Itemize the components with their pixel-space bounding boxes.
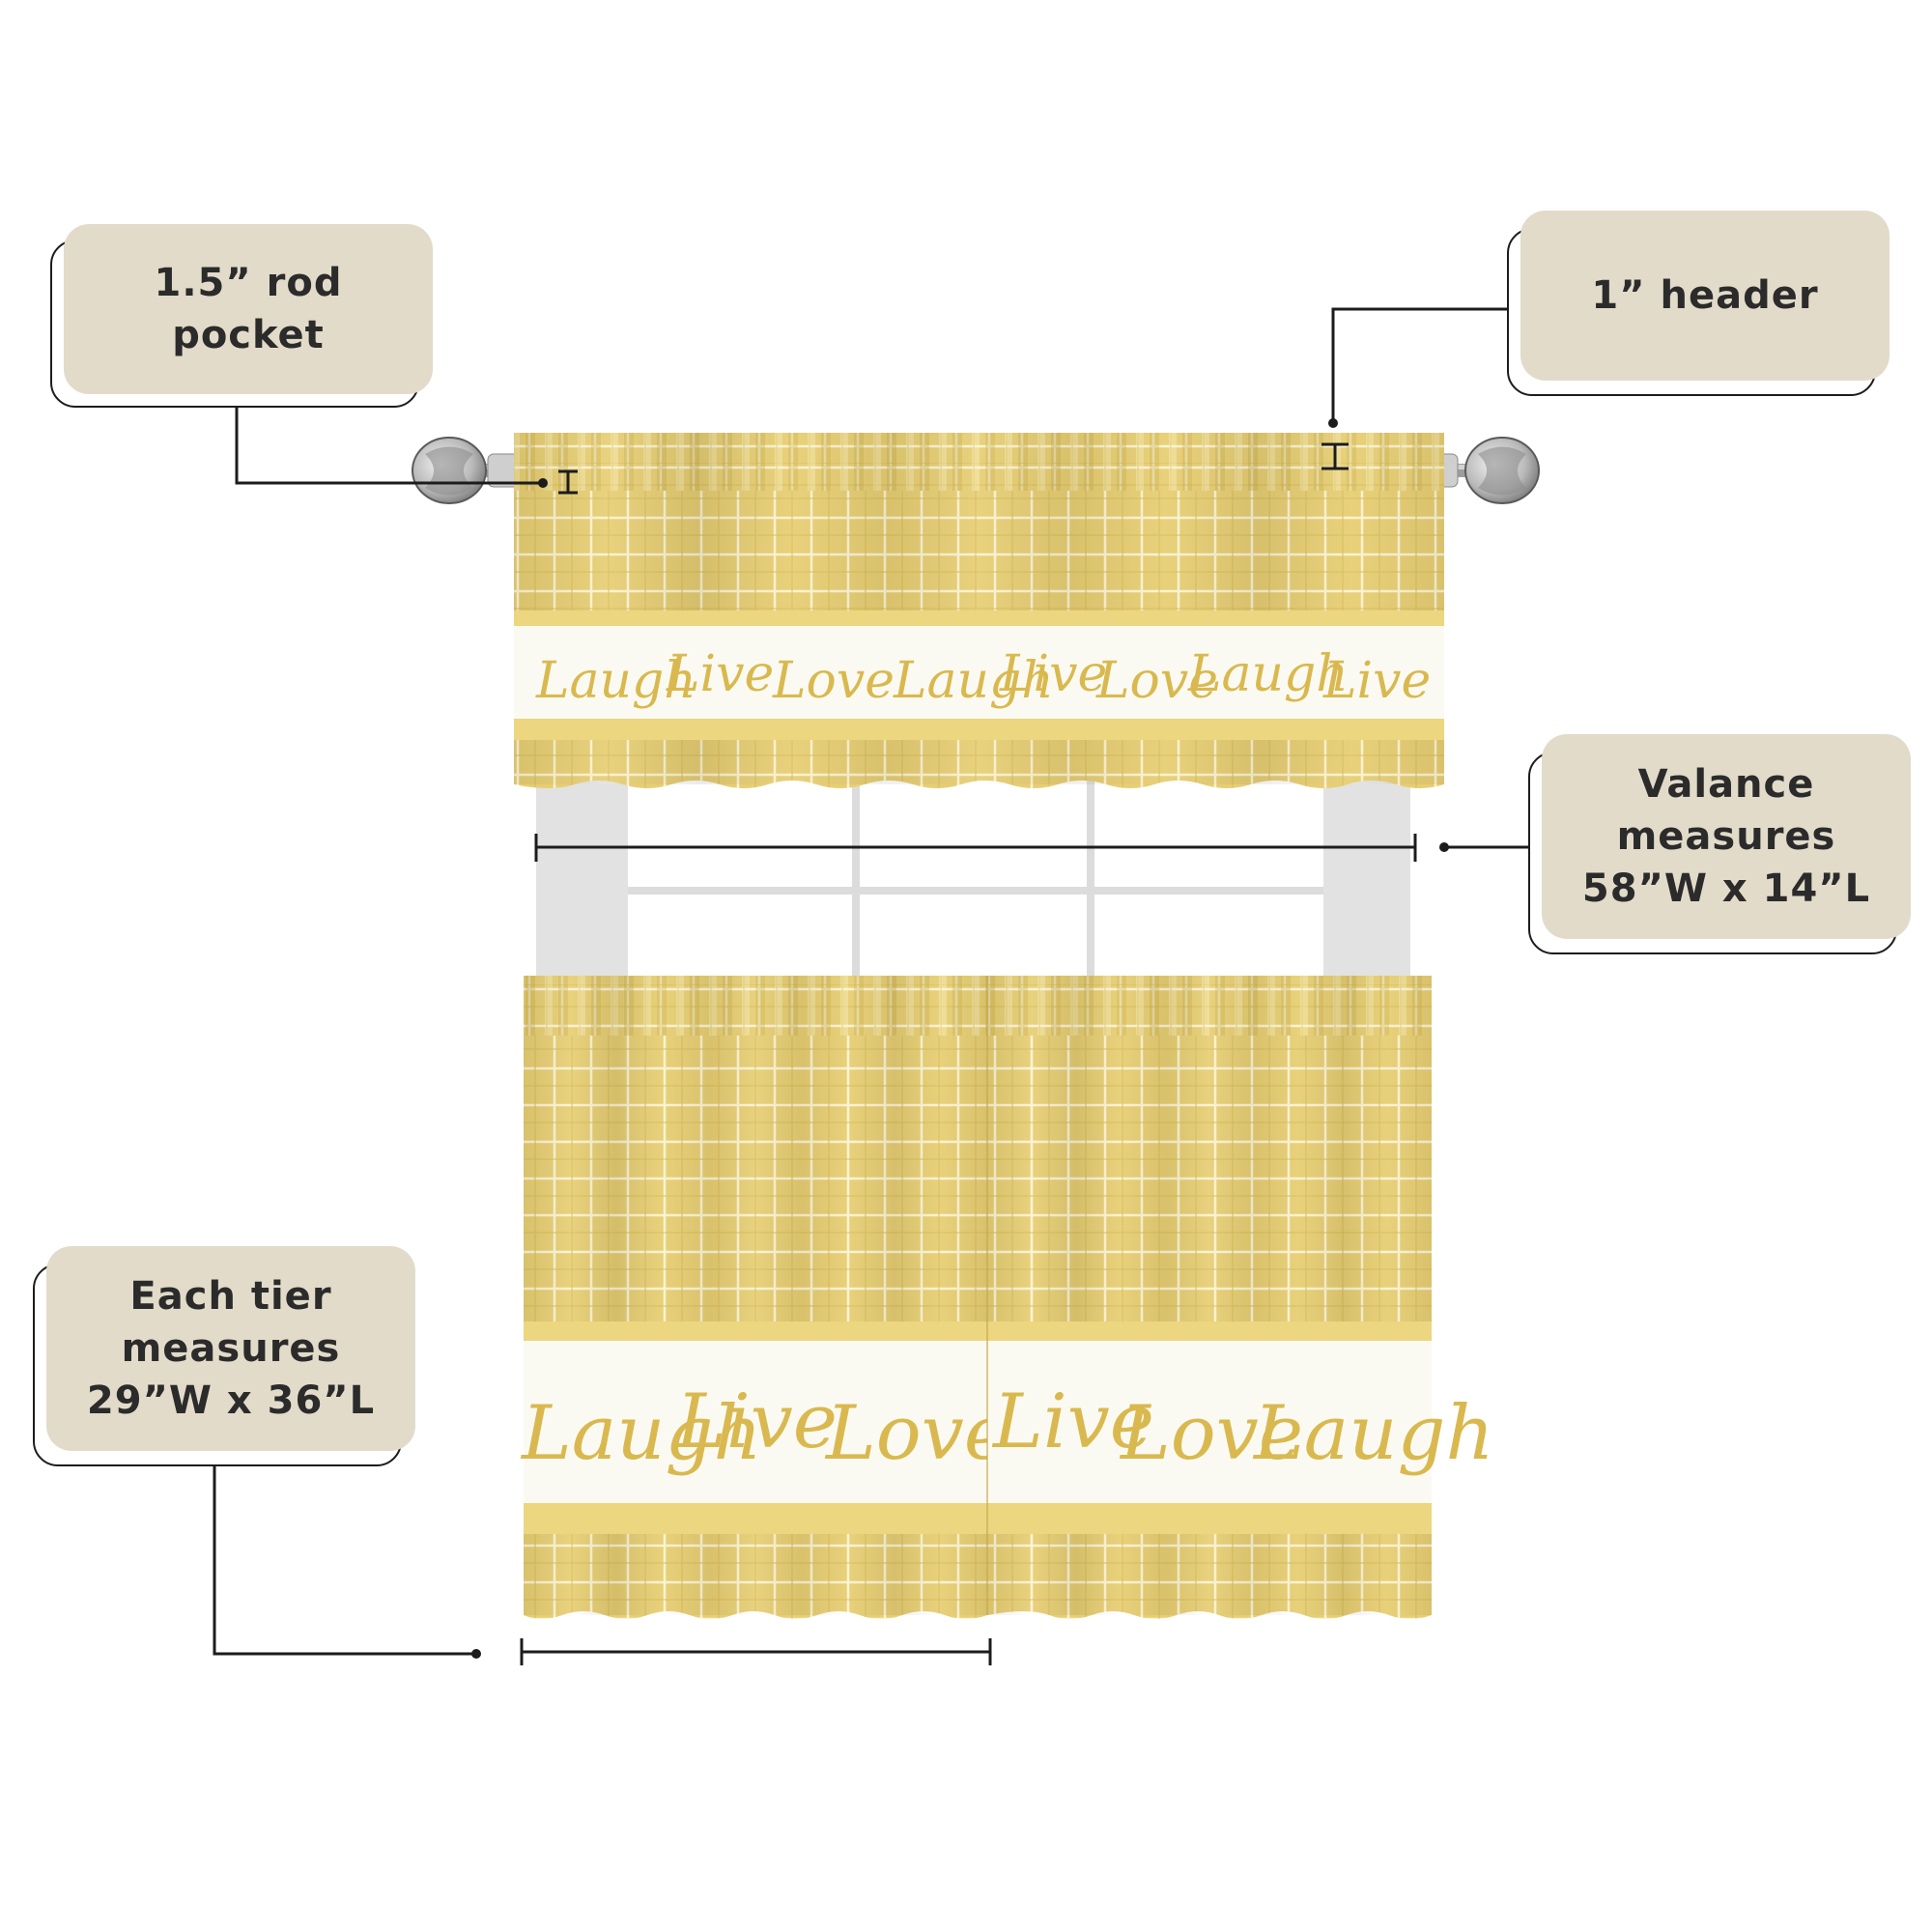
valance-word-love-2: Love: [1095, 652, 1218, 710]
tier-left-word-laugh: Laugh: [520, 1390, 762, 1477]
valance-word-laugh-3: Laugh: [1187, 645, 1349, 703]
valance: Laugh Live Love Laugh Live Love Laugh Li…: [514, 433, 1444, 788]
valance-word-live-2: Live: [999, 645, 1107, 703]
dimension-lines: [213, 307, 1528, 1665]
valance-word-live-3: Live: [1322, 652, 1431, 710]
tier-right-word-live: Live: [991, 1378, 1154, 1465]
tier-leader: [213, 1466, 476, 1656]
tier-callout: Each tier measures 29”W x 36”L: [33, 1246, 415, 1468]
tier-left: Laugh Live Love: [520, 976, 1009, 1619]
tier-right: Live Love Laugh: [986, 976, 1494, 1619]
tier-right-word-laugh: Laugh: [1252, 1390, 1494, 1477]
header-callout: 1” header: [1507, 211, 1889, 398]
valance-word-live-1: Live: [666, 645, 774, 703]
valance-word-love-1: Love: [772, 652, 895, 710]
rod-pocket-label: 1.5” rod pocket: [64, 224, 433, 394]
valance-label: Valance measures 58”W x 14”L: [1542, 734, 1911, 939]
rod-pocket-callout: 1.5” rod pocket: [50, 224, 433, 410]
tier-label: Each tier measures 29”W x 36”L: [46, 1246, 415, 1451]
header-label: 1” header: [1520, 211, 1889, 381]
tier-left-word-love: Love: [824, 1390, 1009, 1477]
rod-pocket-leader: [235, 408, 543, 485]
header-leader: [1331, 307, 1507, 423]
valance-callout: Valance measures 58”W x 14”L: [1528, 734, 1911, 956]
tier-left-word-live: Live: [674, 1378, 838, 1465]
valance-word-laugh-1: Laugh: [535, 652, 696, 710]
window: [536, 753, 1410, 976]
valance-word-laugh-2: Laugh: [893, 652, 1054, 710]
tier-right-word-love: Love: [1119, 1390, 1303, 1477]
